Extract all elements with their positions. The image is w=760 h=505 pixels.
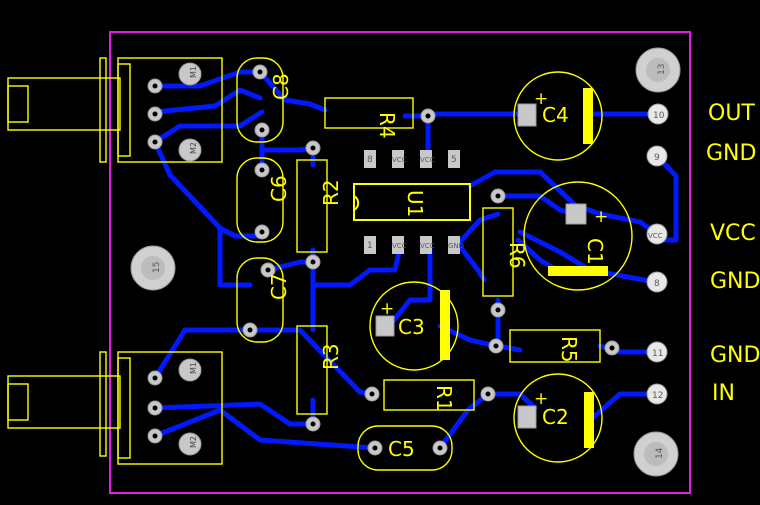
c4-pos: + — [534, 89, 548, 109]
cap-c1: + C1 — [523, 181, 633, 291]
ref-r4: R4 — [375, 112, 399, 139]
board-outline — [109, 31, 691, 494]
cap-c7: C7 — [236, 257, 291, 343]
c2-pos: + — [534, 389, 548, 409]
pin-label-m2: M2 — [189, 142, 198, 154]
u1-pin-top-3: VCC — [420, 156, 435, 164]
cap-c2: + C2 — [513, 373, 603, 463]
ref-c1: C1 — [583, 238, 607, 265]
potentiometer-bottom: M1 M2 — [7, 351, 223, 465]
ref-r5: R5 — [557, 336, 581, 363]
cap-c4: + C4 — [513, 71, 603, 161]
resistor-r3: R3 — [296, 325, 343, 432]
resistor-r2: R2 — [296, 140, 343, 270]
pin-label-m1-bottom: M1 — [189, 362, 198, 374]
label-in: IN — [712, 381, 735, 406]
pad-8: 8 — [654, 279, 660, 289]
u1-pin-top-1: 8 — [367, 155, 373, 165]
u1-pin-bottom-3: VCC — [420, 242, 435, 250]
mount-hole-14: 14 — [655, 447, 665, 459]
pin-label-m1: M1 — [189, 66, 198, 78]
u1-pin-bottom-1: 1 — [367, 241, 373, 251]
ref-r2: R2 — [319, 179, 343, 206]
connector-pads: 10 9 VCC 8 11 12 — [646, 103, 669, 405]
cap-c6: C6 — [236, 157, 291, 243]
ref-c2: C2 — [542, 405, 569, 429]
ref-r1: R1 — [432, 385, 456, 412]
ref-c8: C8 — [269, 73, 293, 100]
mount-hole-13: 13 — [657, 64, 667, 75]
ref-u1: U1 — [403, 190, 427, 217]
label-vcc: VCC — [710, 221, 756, 246]
label-gnd-1: GND — [706, 141, 756, 166]
pad-10: 10 — [653, 111, 665, 121]
c1-pos: + — [594, 207, 608, 227]
ic-u1: 8 VCC VCC 5 1 VCC VCC GND U1 — [353, 150, 471, 254]
cap-c5: C5 — [357, 425, 453, 471]
ref-c6: C6 — [267, 175, 291, 202]
connector-labels: OUT GND VCC GND GND IN — [706, 101, 760, 406]
label-out: OUT — [708, 101, 755, 126]
cap-c3: + C3 — [369, 281, 459, 371]
ref-c7: C7 — [267, 273, 291, 300]
resistor-r6: R6 — [482, 188, 529, 318]
ref-r3: R3 — [319, 343, 343, 370]
u1-pin-top-2: VCC — [392, 156, 407, 164]
pad-12: 12 — [652, 391, 663, 401]
c3-pos: + — [380, 299, 394, 319]
ref-c3: C3 — [398, 315, 425, 339]
mount-holes: 13 15 14 — [130, 47, 681, 477]
pin-label-m2-bottom: M2 — [189, 436, 198, 448]
u1-pin-top-4: 5 — [451, 155, 457, 165]
resistor-r5: R5 — [488, 329, 620, 363]
ref-c5: C5 — [388, 437, 415, 461]
label-gnd-3: GND — [710, 343, 760, 368]
mount-hole-15: 15 — [152, 262, 162, 273]
potentiometer-top: M1 M2 — [7, 57, 223, 163]
pad-11: 11 — [652, 349, 663, 359]
resistor-r1: R1 — [364, 379, 496, 412]
pad-vcc: VCC — [648, 232, 663, 240]
resistor-r4: R4 — [324, 97, 436, 139]
u1-pin-bottom-2: VCC — [392, 242, 407, 250]
u1-pin-bottom-4: GND — [448, 242, 464, 250]
label-gnd-2: GND — [710, 269, 760, 294]
pad-9: 9 — [654, 153, 660, 163]
cap-c8: C8 — [236, 57, 293, 143]
ref-c4: C4 — [542, 103, 569, 127]
